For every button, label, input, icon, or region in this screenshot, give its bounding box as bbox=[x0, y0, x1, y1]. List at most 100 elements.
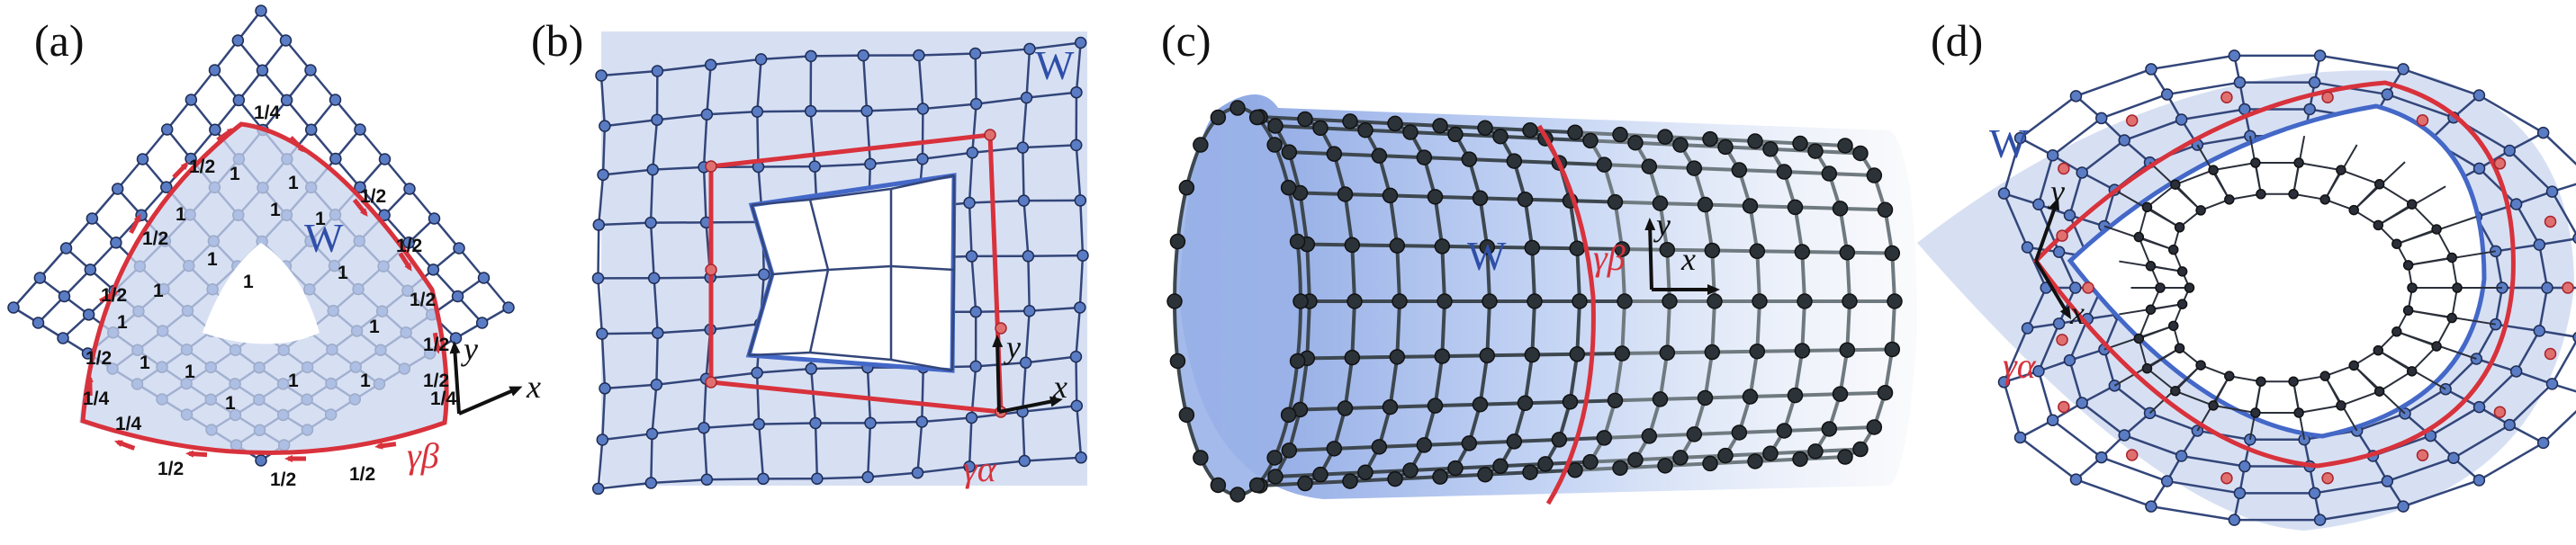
panel-b-mesh-edge bbox=[597, 278, 604, 335]
panel-a-y-label: y bbox=[461, 331, 478, 367]
panel-d-mesh-node bbox=[2095, 451, 2108, 464]
panel-d-mesh-edge bbox=[2003, 138, 2022, 194]
panel-c-lattice-node bbox=[1477, 466, 1493, 483]
panel-a-label: (a) bbox=[34, 15, 85, 66]
panel-a-mesh-edge bbox=[262, 99, 288, 131]
panel-d-inner-node bbox=[2431, 341, 2442, 352]
panel-c-lattice-node bbox=[1527, 293, 1543, 309]
panel-a-mesh-node bbox=[57, 332, 69, 344]
panel-a-mesh-node bbox=[110, 237, 122, 249]
panel-d-mesh-edge bbox=[2181, 108, 2246, 121]
panel-b-loop-node bbox=[984, 129, 996, 141]
panel-b-mesh-edge bbox=[972, 146, 1023, 155]
panel-c-lattice-node bbox=[1742, 389, 1759, 405]
panel-c-lattice-node bbox=[1432, 469, 1448, 485]
panel-c-lattice-edge bbox=[1665, 249, 1671, 302]
panel-a-weight-label: 1 bbox=[360, 371, 371, 391]
panel-a-loop-arrow bbox=[398, 252, 412, 272]
panel-d-inner-edge bbox=[2436, 228, 2454, 258]
panel-d-mesh-node bbox=[2303, 103, 2316, 116]
panel-a-mesh-edge bbox=[166, 99, 193, 130]
panel-c-lattice-edge bbox=[1485, 300, 1491, 356]
panel-b-mesh-node bbox=[963, 460, 976, 473]
panel-d-mesh-edge bbox=[2542, 410, 2576, 444]
panel-b-mesh-edge bbox=[653, 276, 711, 280]
panel-b-mesh-node bbox=[757, 472, 770, 486]
panel-a-loop-arrows bbox=[86, 128, 441, 463]
panel-a-weight-label: 1/2 bbox=[423, 371, 449, 391]
panel-d-inner-edge bbox=[2292, 192, 2326, 201]
panel-c-lattice-edge bbox=[1440, 246, 1446, 302]
panel-d-inner-node bbox=[2406, 199, 2418, 210]
panel-d-mesh-node bbox=[2397, 63, 2409, 76]
panel-c-lattice-node bbox=[1852, 441, 1869, 458]
panel-c-lattice-node bbox=[1427, 189, 1444, 205]
panel-b-mesh-edge bbox=[649, 222, 655, 279]
panel-c-lattice-node bbox=[1821, 165, 1838, 182]
panel-c-lattice-node bbox=[1641, 428, 1658, 444]
panel-d-loop-node bbox=[2562, 281, 2574, 294]
panel-b-mesh-edge bbox=[653, 278, 659, 334]
panel-d-mesh-node bbox=[2160, 88, 2174, 101]
panel-d-inner-node bbox=[2407, 282, 2418, 293]
panel-d-inner-node bbox=[2141, 362, 2153, 374]
panel-a-loop-arrow bbox=[374, 442, 397, 450]
panel-d-inner-node bbox=[2195, 205, 2206, 216]
panel-b-mesh-edge bbox=[968, 417, 973, 467]
panel-d-mesh-edge bbox=[2019, 419, 2054, 439]
panel-b-hole-edge bbox=[748, 351, 811, 357]
panel-c-lattice-node bbox=[1267, 469, 1283, 485]
panel-c-lattice-node bbox=[1659, 344, 1676, 362]
panel-b-mesh-edge bbox=[1024, 456, 1082, 462]
panel-b-mesh-edge bbox=[706, 64, 712, 115]
panel-c-lattice-node bbox=[1387, 470, 1403, 487]
panel-d-mesh-edge bbox=[2508, 149, 2553, 193]
panel-c-lattice-node bbox=[1312, 120, 1329, 137]
panel-c-lattice-node bbox=[1877, 384, 1894, 401]
panel-c-lattice-node bbox=[1522, 122, 1538, 138]
panel-a-mesh-edge bbox=[261, 69, 288, 102]
panel-d-inner-node bbox=[2176, 299, 2188, 309]
panel-c-lattice-edge bbox=[1890, 253, 1896, 302]
panel-c-lattice-node bbox=[1776, 423, 1793, 439]
panel-c-lattice-node bbox=[1572, 293, 1588, 309]
panel-c-lattice-node bbox=[1461, 435, 1478, 451]
panel-b-hole-edge bbox=[750, 204, 774, 275]
panel-b-mesh-node bbox=[861, 470, 874, 484]
panel-a-mesh-edge bbox=[39, 247, 68, 279]
panel-b-mesh-edge bbox=[968, 199, 1024, 204]
panel-a-weight-label: 1 bbox=[176, 204, 186, 225]
panel-d-inner-node bbox=[2319, 371, 2330, 381]
panel-b-mesh-edge bbox=[761, 55, 812, 61]
panel-d-mesh-node bbox=[2052, 246, 2066, 258]
panel-c-lattice-node bbox=[1337, 400, 1354, 416]
panel-c-lattice-node bbox=[1416, 437, 1433, 453]
panel-b-mesh-node bbox=[808, 160, 821, 173]
panel-d-mesh-node bbox=[2063, 353, 2076, 367]
panel-c-lattice-edge bbox=[1845, 252, 1851, 302]
panel-b-mesh-edge bbox=[600, 334, 607, 389]
panel-b-mesh-node bbox=[758, 268, 770, 281]
panel-d-mesh-edge bbox=[2445, 358, 2478, 390]
panel-c-rim-node bbox=[1289, 233, 1306, 250]
panel-d-mesh-node bbox=[2509, 365, 2523, 378]
panel-c-lattice-node bbox=[1717, 447, 1734, 464]
panel-b-mesh-node bbox=[650, 379, 663, 391]
panel-d-loop-gamma-alpha bbox=[2032, 80, 2516, 469]
panel-d-mesh-edge bbox=[2026, 287, 2048, 329]
panel-d-mesh-node bbox=[2533, 325, 2546, 337]
panel-d-mesh-edge bbox=[2551, 339, 2576, 385]
panel-b-mesh-node bbox=[965, 250, 978, 263]
panel-a-loop-arrow bbox=[86, 374, 94, 397]
panel-a-mesh-edge bbox=[213, 99, 240, 130]
panel-c-lattice-node bbox=[1787, 199, 1804, 216]
panel-c-rim-node bbox=[1193, 450, 1209, 466]
panel-d-inner-edge bbox=[2340, 169, 2380, 185]
panel-a-mesh-node bbox=[449, 332, 463, 344]
panel-b-loop-node bbox=[705, 160, 717, 173]
panel-d-loop-node bbox=[2125, 449, 2139, 461]
panel-d-mesh-edge bbox=[2552, 183, 2576, 193]
panel-b-mesh-node bbox=[652, 326, 664, 339]
panel-d-mesh-edge bbox=[2051, 419, 2103, 459]
panel-b-mesh-node bbox=[700, 473, 714, 487]
